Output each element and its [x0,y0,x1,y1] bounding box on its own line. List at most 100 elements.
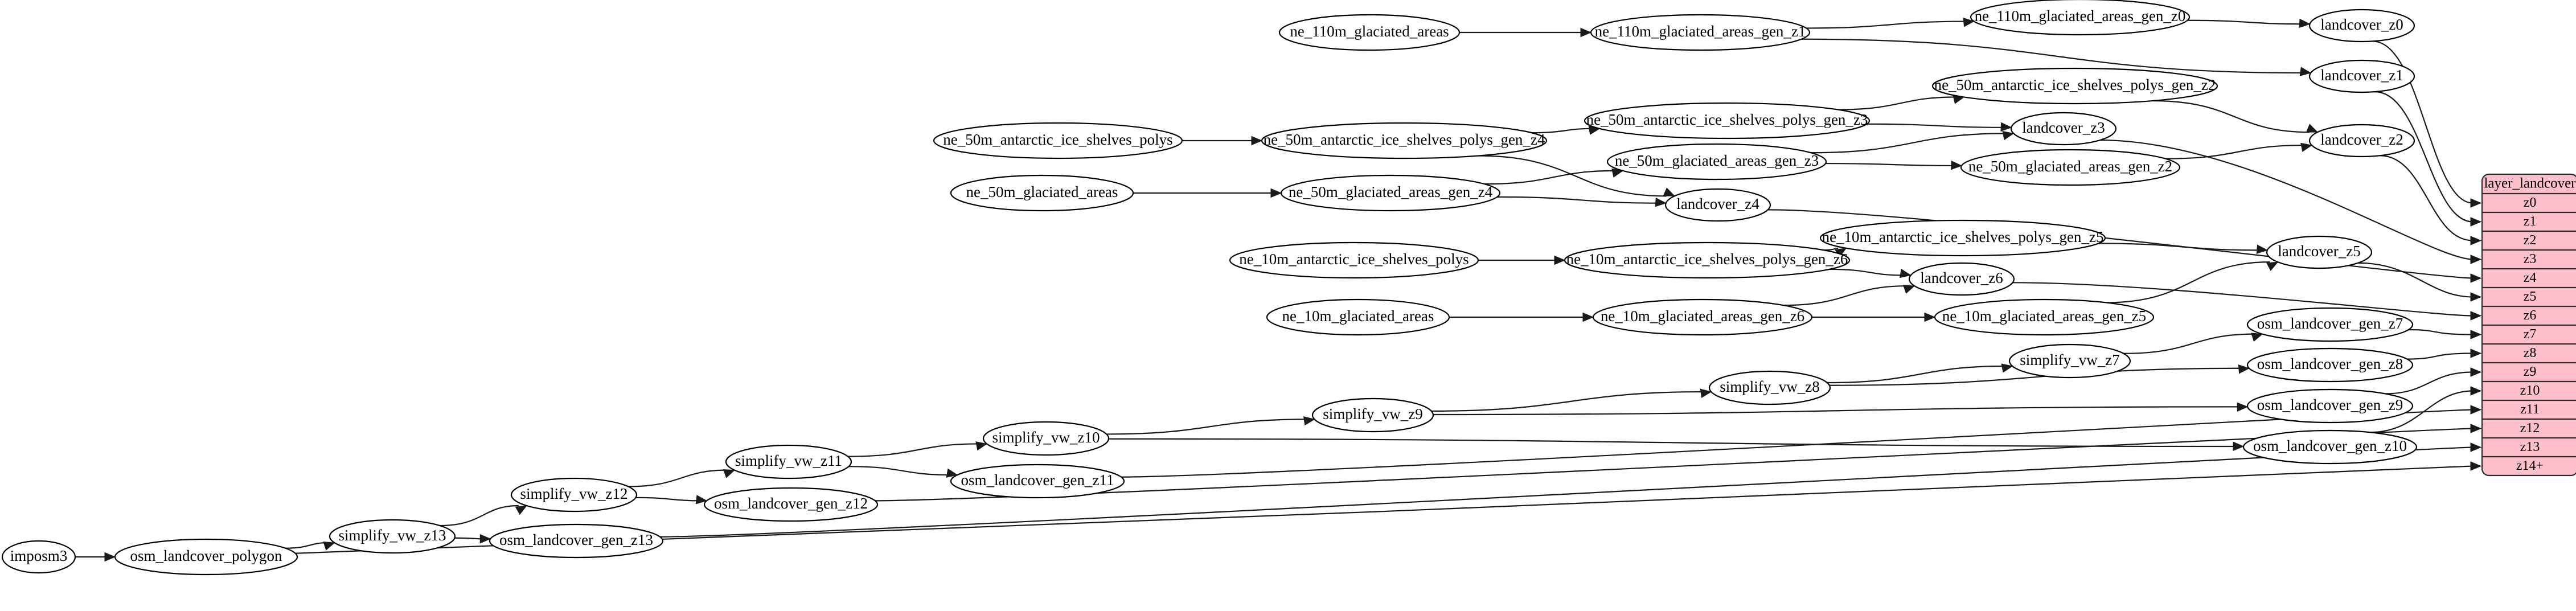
graph-node-osm_landcover_gen_z10[interactable]: osm_landcover_gen_z10 [2242,429,2418,465]
graph-node-ne_110m_glaciated_areas[interactable]: ne_110m_glaciated_areas [1278,14,1461,51]
node-shape [2308,9,2415,43]
graph-node-ne_10m_antarctic_ice_shelves_polys_gen_z5[interactable]: ne_10m_antarctic_ice_shelves_polys_gen_z… [1819,219,2106,257]
graph-edge [1484,170,1615,185]
graph-edge [1867,123,2004,128]
graph-node-ne_50m_glaciated_areas[interactable]: ne_50m_glaciated_areas [950,174,1134,212]
graph-node-ne_50m_antarctic_ice_shelves_polys_gen_z4[interactable]: ne_50m_antarctic_ice_shelves_polys_gen_z… [1261,122,1548,159]
node-shape [1261,122,1548,159]
node-label: simplify_vw_z11 [735,452,842,469]
table-row-z1: z1 [2524,214,2537,229]
graph-edge [2165,144,2304,159]
graph-node-simplify_vw_z8[interactable]: simplify_vw_z8 [1708,370,1831,405]
graph-node-ne_10m_glaciated_areas_gen_z5[interactable]: ne_10m_glaciated_areas_gen_z5 [1934,298,2155,336]
graph-node-ne_50m_antarctic_ice_shelves_polys_gen_z2[interactable]: ne_50m_antarctic_ice_shelves_polys_gen_z… [1931,67,2218,105]
graph-node-simplify_vw_z9[interactable]: simplify_vw_z9 [1311,397,1434,433]
edge-arrowhead [2233,441,2245,451]
node-label: landcover_z0 [2320,16,2403,33]
edge-arrowhead [2237,402,2249,412]
edge-arrowhead [2470,405,2482,415]
graph-node-osm_landcover_gen_z11[interactable]: osm_landcover_gen_z11 [950,464,1125,499]
edge-arrowhead [2470,311,2482,321]
table-row-z2: z2 [2524,233,2537,248]
edge-arrowhead [975,441,988,451]
table-row-z11: z11 [2520,402,2540,417]
graph-node-ne_10m_glaciated_areas[interactable]: ne_10m_glaciated_areas [1266,298,1450,336]
graph-node-simplify_vw_z13[interactable]: simplify_vw_z13 [329,519,456,554]
node-label: imposm3 [10,547,68,564]
node-shape [982,421,1110,456]
edge-arrowhead [479,534,491,544]
graph-node-osm_landcover_gen_z8[interactable]: osm_landcover_gen_z8 [2246,347,2414,383]
graph-edge [2374,91,2474,223]
graph-node-landcover_z2[interactable]: landcover_z2 [2308,124,2415,158]
edge-arrowhead [1251,136,1263,146]
edge-arrowhead [515,505,528,515]
node-label: ne_10m_antarctic_ice_shelves_polys_gen_z… [1566,251,1848,268]
edge-arrowhead [2470,217,2482,227]
edge-arrowhead [2002,131,2015,141]
graph-node-landcover_z1[interactable]: landcover_z1 [2308,59,2415,93]
graph-node-osm_landcover_gen_z9[interactable]: osm_landcover_gen_z9 [2246,388,2414,424]
graph-node-osm_landcover_gen_z12[interactable]: osm_landcover_gen_z12 [703,487,879,522]
graph-node-ne_10m_antarctic_ice_shelves_polys_gen_z6[interactable]: ne_10m_antarctic_ice_shelves_polys_gen_z… [1564,241,1851,279]
graph-node-osm_landcover_polygon[interactable]: osm_landcover_polygon [114,538,298,576]
node-shape [1819,219,2106,257]
node-label: simplify_vw_z13 [339,527,446,544]
node-label: osm_landcover_gen_z11 [961,471,1114,489]
graph-edge [1478,155,1667,197]
graph-node-landcover_z3[interactable]: landcover_z3 [2010,112,2117,146]
edge-arrowhead [2470,348,2482,358]
graph-node-ne_50m_antarctic_ice_shelves_polys[interactable]: ne_50m_antarctic_ice_shelves_polys [933,122,1183,159]
graph-edge [440,505,519,527]
table-row-z13: z13 [2520,440,2540,454]
node-shape [950,174,1134,212]
layer-landcover-table-header: layer_landcover [2484,176,2576,191]
node-label: landcover_z3 [2022,119,2105,136]
graph-node-ne_50m_glaciated_areas_gen_z3[interactable]: ne_50m_glaciated_areas_gen_z3 [1606,143,1827,181]
node-shape [703,487,879,522]
table-row-z0: z0 [2524,195,2537,210]
node-label: landcover_z4 [1676,195,1759,212]
graph-node-landcover_z5[interactable]: landcover_z5 [2266,235,2373,269]
node-label: landcover_z5 [2278,243,2360,260]
edge-arrowhead [2470,461,2482,471]
node-label: ne_110m_glaciated_areas [1290,23,1449,40]
node-shape [1908,262,2015,296]
node-shape [2308,124,2415,158]
table-row-z10: z10 [2520,383,2540,398]
graph-node-landcover_z0[interactable]: landcover_z0 [2308,9,2415,43]
edge-arrowhead [1700,388,1712,398]
graph-node-ne_50m_antarctic_ice_shelves_polys_gen_z3[interactable]: ne_50m_antarctic_ice_shelves_polys_gen_z… [1584,102,1871,140]
graph-node-ne_10m_antarctic_ice_shelves_polys[interactable]: ne_10m_antarctic_ice_shelves_polys [1229,241,1479,279]
node-shape [1931,67,2218,105]
graph-edge [285,542,327,549]
graph-node-simplify_vw_z12[interactable]: simplify_vw_z12 [510,477,638,512]
node-label: ne_10m_glaciated_areas [1282,307,1434,325]
graph-node-simplify_vw_z7[interactable]: simplify_vw_z7 [2008,343,2131,379]
graph-edge [2408,329,2474,335]
graph-node-landcover_z4[interactable]: landcover_z4 [1664,188,1771,222]
edge-arrowhead [2470,236,2482,245]
node-shape [1664,188,1771,222]
graph-edge [1497,196,1658,204]
edge-arrowhead [2299,18,2311,28]
graph-node-simplify_vw_z10[interactable]: simplify_vw_z10 [982,421,1110,456]
graph-node-osm_landcover_gen_z7[interactable]: osm_landcover_gen_z7 [2246,307,2414,342]
edge-arrowhead [2306,124,2319,133]
graph-node-ne_110m_glaciated_areas_gen_z0[interactable]: ne_110m_glaciated_areas_gen_z0 [1970,0,2191,36]
graph-node-ne_10m_glaciated_areas_gen_z6[interactable]: ne_10m_glaciated_areas_gen_z6 [1592,298,1813,336]
graph-node-ne_110m_glaciated_areas_gen_z1[interactable]: ne_110m_glaciated_areas_gen_z1 [1590,14,1811,51]
table-row-z8: z8 [2524,346,2537,360]
graph-edge [1108,438,2236,448]
graph-node-ne_50m_glaciated_areas_gen_z2[interactable]: ne_50m_glaciated_areas_gen_z2 [1960,149,2181,186]
node-label: simplify_vw_z10 [992,429,1100,446]
graph-edge [1431,391,1704,412]
edge-arrowhead [1554,255,1566,265]
graph-node-simplify_vw_z11[interactable]: simplify_vw_z11 [725,444,852,479]
graph-node-imposm3[interactable]: imposm3 [1,540,76,574]
graph-node-landcover_z6[interactable]: landcover_z6 [1908,262,2015,296]
graph-node-ne_50m_glaciated_areas_gen_z4[interactable]: ne_50m_glaciated_areas_gen_z4 [1280,174,1501,212]
node-shape [725,444,852,479]
graph-edge [1811,133,2006,154]
graph-node-osm_landcover_gen_z13[interactable]: osm_landcover_gen_z13 [489,523,664,559]
